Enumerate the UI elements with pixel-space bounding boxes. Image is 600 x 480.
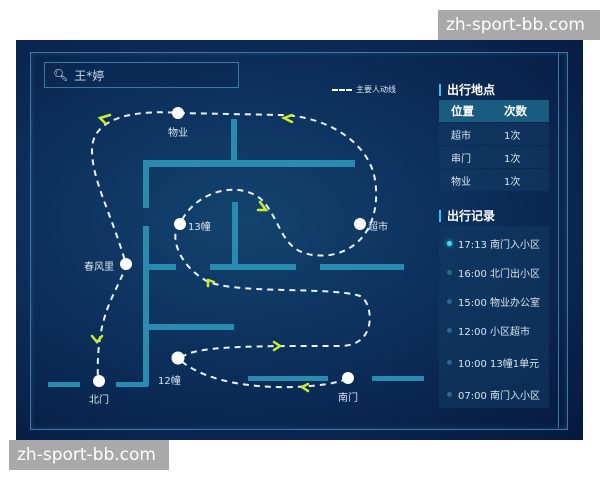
right-divider <box>558 52 559 428</box>
cell-count: 1次 <box>504 153 521 165</box>
map-legend: 主要人动线 <box>332 84 396 95</box>
header-place: 位置 <box>451 104 474 118</box>
cell-count: 1次 <box>504 130 521 142</box>
timeline-dot-icon <box>447 270 452 275</box>
map-label-chaoshi: 超市 <box>368 222 388 233</box>
map-label-12: 12幢 <box>158 376 181 387</box>
record-text: 16:00 北门出小区 <box>458 269 540 280</box>
list-item[interactable]: 10:00 13幢1单元 <box>439 355 539 370</box>
list-item[interactable]: 12:00 小区超市 <box>439 323 530 338</box>
cell-place: 串门 <box>451 153 471 165</box>
cell-place: 超市 <box>451 130 471 142</box>
cell-place: 物业 <box>451 176 471 188</box>
table-row: 超市 1次 <box>439 123 549 145</box>
records-list: 17:13 南门入小区 16:00 北门出小区 15:00 物业办公室 12:0… <box>439 226 549 408</box>
records-title: 出行记录 <box>439 207 495 224</box>
list-item[interactable]: 16:00 北门出小区 <box>439 265 540 280</box>
locations-title-text: 出行地点 <box>447 83 496 97</box>
record-text: 12:00 小区超市 <box>458 327 530 338</box>
locations-title: 出行地点 <box>439 81 495 98</box>
records-title-text: 出行记录 <box>447 209 496 223</box>
timeline-dot-icon <box>447 392 452 397</box>
map-walls <box>48 119 424 387</box>
record-text: 07:00 南门入小区 <box>458 391 540 402</box>
record-text: 15:00 物业办公室 <box>458 298 540 309</box>
search-value: 王*婷 <box>74 68 105 83</box>
table-row: 物业 1次 <box>439 169 549 191</box>
list-item[interactable]: 15:00 物业办公室 <box>439 294 540 309</box>
cell-count: 1次 <box>504 176 521 188</box>
table-row: 串门 1次 <box>439 146 549 168</box>
title-accent-bar <box>439 83 441 96</box>
map-label-beimen: 北门 <box>89 395 109 406</box>
header-count: 次数 <box>504 104 527 118</box>
record-text: 10:00 13幢1单元 <box>458 359 540 370</box>
map-label-13: 13幢 <box>188 222 211 233</box>
timeline-dot-icon <box>447 360 452 365</box>
list-item[interactable]: 07:00 南门入小区 <box>439 387 540 402</box>
table-header: 位置 次数 <box>439 100 549 122</box>
search-input[interactable]: 🔍︎ 王*婷 <box>44 62 239 88</box>
search-icon: 🔍︎ <box>53 68 69 82</box>
watermark-top: zh-sport-bb.com <box>438 10 600 40</box>
list-item[interactable]: 17:13 南门入小区 <box>439 236 540 251</box>
timeline-dot-icon <box>447 299 452 304</box>
timeline-dot-icon <box>447 328 452 333</box>
direction-arrows <box>90 113 310 393</box>
map-label-chunfengli: 春风里 <box>84 262 114 273</box>
map-nodes <box>93 107 366 387</box>
locations-table: 位置 次数 超市 1次 串门 1次 物业 1次 <box>439 100 549 192</box>
record-text: 17:13 南门入小区 <box>458 240 540 251</box>
map-label-nanmen: 南门 <box>338 393 358 404</box>
title-accent-bar <box>439 209 441 222</box>
watermark-bottom: zh-sport-bb.com <box>9 440 169 470</box>
panel-frame <box>30 52 568 430</box>
dashed-line-icon <box>332 88 352 91</box>
movement-path <box>90 111 378 389</box>
map-label-wuye: 物业 <box>168 128 188 139</box>
legend-label: 主要人动线 <box>356 85 396 94</box>
timeline-dot-active-icon <box>447 241 452 246</box>
